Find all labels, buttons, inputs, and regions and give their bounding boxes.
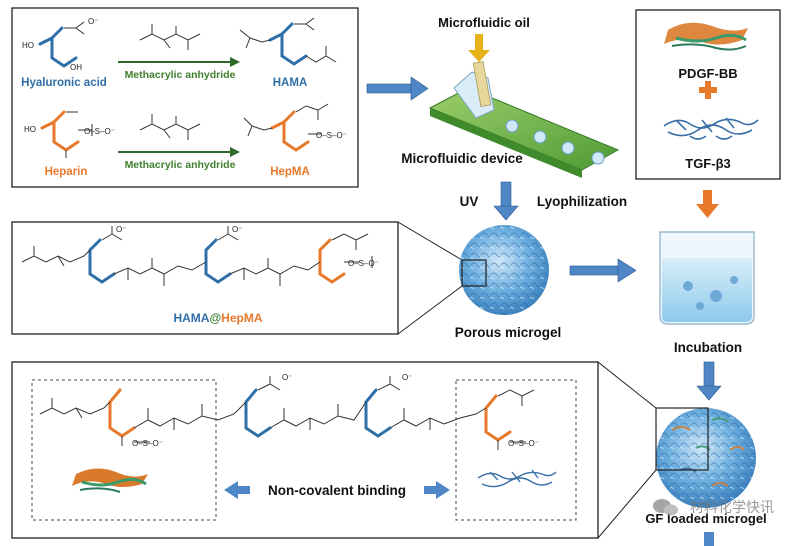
hyaluronic-acid-label: Hyaluronic acid (21, 77, 107, 89)
orange-plus-icon (699, 81, 717, 99)
gf-loaded-microgel-label: GF loaded microgel (645, 511, 766, 526)
orange-down-arrow (696, 190, 719, 218)
polymer-carboxylate-1: O⁻ (116, 225, 126, 234)
pdgf-bb-bound-icon (72, 468, 148, 493)
hyaluronic-acid-groups (64, 21, 85, 35)
hepma-sulfate: O–S–O⁻ (316, 131, 347, 140)
hyaluronic-acid-structure (38, 26, 78, 68)
polymer-name-hep: HepMA (221, 311, 263, 325)
anhydride-bottom-structure (139, 114, 201, 140)
binding-box: O–S–O⁻ O–S–O⁻ O⁻ O⁻ Non-covalent binding (11, 361, 599, 539)
blue-down-arrow-incubation (696, 361, 722, 401)
microfluidic-oil-label: Microfluidic oil (438, 15, 530, 30)
hama-structure (268, 22, 308, 66)
porous-microgel-sphere (459, 225, 549, 315)
polymer-sulfate: O–S–O⁻ (348, 259, 379, 268)
microfluidic-device-label: Microfluidic device (401, 151, 523, 166)
yellow-down-arrow (468, 34, 490, 62)
lyophilization-label: Lyophilization (537, 194, 627, 209)
growth-factor-box: PDGF-BB TGF-β3 (635, 9, 781, 180)
heparin-label: Heparin (45, 166, 88, 178)
binding-carboxylate-1: O⁻ (282, 373, 292, 382)
incubation-label: Incubation (674, 340, 742, 355)
polymer-box: O⁻ O⁻ O–S–O⁻ HAMA@HepMA (11, 221, 399, 335)
polymer-name-label: HAMA@HepMA (173, 311, 262, 325)
binding-side-groups (39, 376, 535, 450)
blue-right-arrow-incubation (569, 258, 637, 283)
blue-right-arrow (366, 76, 429, 101)
gf-loaded-microgel-sphere (655, 407, 756, 508)
polymer-side-groups (21, 226, 373, 286)
zoom-lines-top (397, 221, 463, 335)
blue-down-arrow-uv (493, 181, 519, 221)
reaction-arrowhead-top (230, 57, 240, 67)
reaction-box: O⁻ HO OH Hyaluronic acid Methacrylic anh… (11, 7, 359, 188)
tgf-b3-label: TGF-β3 (685, 156, 731, 171)
hama-groups (239, 17, 337, 63)
hepma-structure (270, 110, 310, 152)
binding-sulfate-right: O–S–O⁻ (508, 439, 539, 448)
binding-carboxylate-2: O⁻ (402, 373, 412, 382)
wechat-watermark: 材料化学快讯 (653, 499, 774, 516)
hepma-groups (243, 103, 329, 137)
polymer-name-ha: HAMA (173, 311, 209, 325)
ha-o-minus: O⁻ (88, 17, 98, 26)
heparin-structure (40, 110, 80, 152)
tgf-b3-bound-icon (477, 469, 557, 488)
zoom-lines-bottom (597, 361, 657, 539)
ha-oh-left: HO (22, 41, 34, 50)
hepma-label: HepMA (270, 166, 310, 178)
porous-microgel-label: Porous microgel (455, 325, 562, 340)
heparin-groups (65, 111, 93, 158)
microfluidic-device-drawing (428, 61, 620, 178)
reaction-arrowhead-bottom (230, 147, 240, 157)
blue-down-arrow-bottom (704, 532, 714, 546)
heparin-oh: HO (24, 125, 36, 134)
pdgf-bb-protein-icon (664, 22, 748, 51)
wechat-icon (653, 499, 678, 516)
polymer-carboxylate-2: O⁻ (232, 225, 242, 234)
uv-label: UV (460, 194, 479, 209)
watermark-text: 材料化学快讯 (690, 500, 774, 516)
binding-sulfate-left: O–S–O⁻ (132, 439, 163, 448)
binding-backbone (108, 388, 512, 442)
double-arrow (224, 481, 450, 499)
reagent-top-label: Methacrylic anhydride (125, 69, 236, 81)
pdgf-bb-label: PDGF-BB (678, 66, 737, 81)
polymer-backbone (88, 238, 346, 284)
reagent-bottom-label: Methacrylic anhydride (125, 159, 236, 171)
polymer-name-at: @ (209, 311, 221, 325)
ha-oh-bottom: OH (70, 63, 82, 72)
non-covalent-binding-label: Non-covalent binding (268, 483, 406, 498)
anhydride-top-structure (139, 24, 201, 50)
heparin-sulfate: O–S–O⁻ (84, 127, 115, 136)
incubation-beaker (659, 231, 755, 325)
tgf-b3-protein-icon (663, 117, 759, 140)
hama-label: HAMA (273, 77, 308, 89)
